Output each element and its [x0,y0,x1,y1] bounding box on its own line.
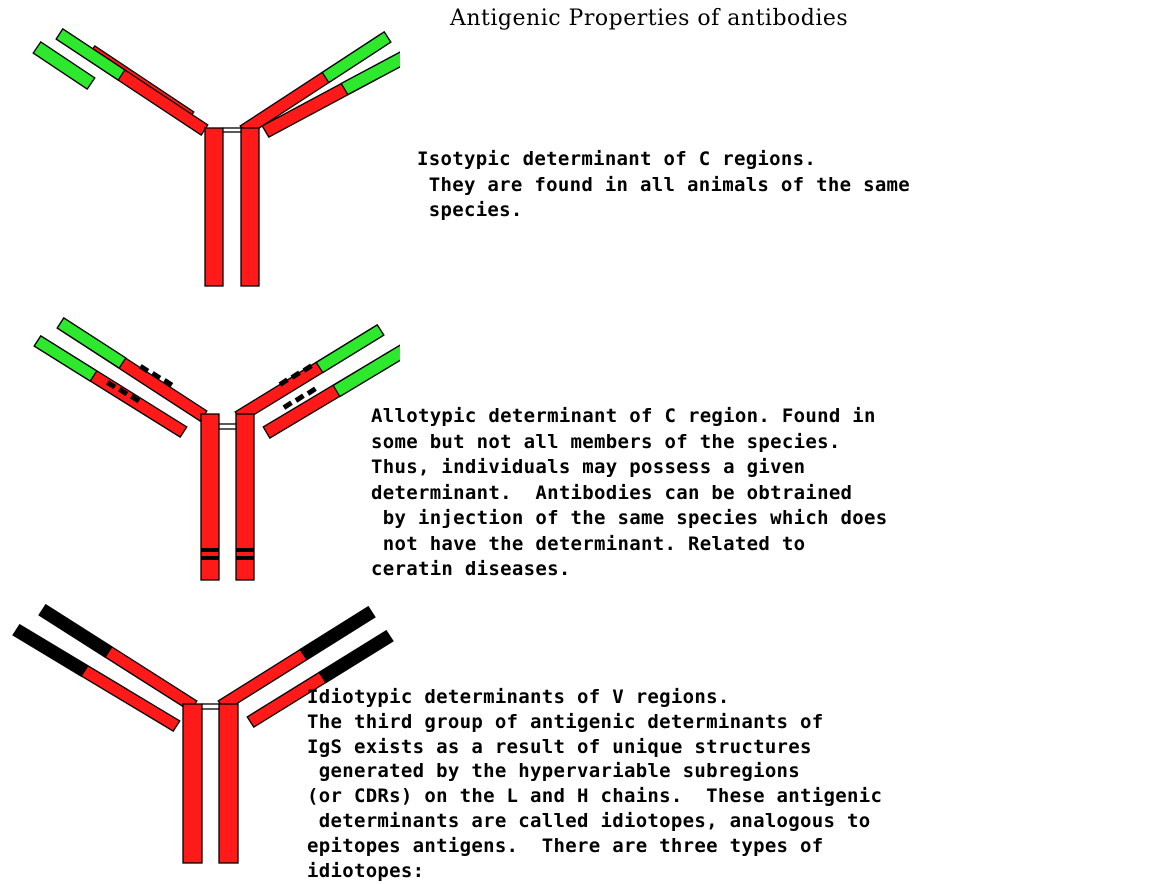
antibody-allotypic-diagram [0,300,400,600]
description-line: They are found in all animals of the sam… [417,174,910,196]
description-line: Thus, individuals may possess a given [371,456,805,478]
description-line: idiotopes: [307,860,424,882]
disulfide-bridge [223,128,241,132]
disulfide-bridge [202,704,219,709]
disulfide-bridge [219,424,236,429]
heavy-chain-stem-left [201,414,219,580]
idiotypic-description: Idiotypic determinants of V regions. The… [307,685,882,883]
description-line: ceratin diseases. [371,558,571,580]
heavy-chain-stem-right [241,128,259,286]
description-line: Allotypic determinant of C region. Found… [371,405,876,427]
heavy-chain-stem-right [236,414,254,580]
description-line: by injection of the same species which d… [371,507,888,529]
heavy-chain-stem-left [205,128,223,286]
heavy-chain-stem-left [183,704,202,863]
description-line: IgS exists as a result of unique structu… [307,736,812,758]
description-line: Isotypic determinant of C regions. [417,148,816,170]
description-line: generated by the hypervariable subregion… [307,760,800,782]
diagram-title: Antigenic Properties of antibodies [450,6,848,31]
allotypic-description: Allotypic determinant of C region. Found… [371,404,888,583]
description-line: (or CDRs) on the L and H chains. These a… [307,785,882,807]
description-line: some but not all members of the species. [371,431,841,453]
description-line: determinants are called idiotopes, analo… [307,810,870,832]
description-line: Idiotypic determinants of V regions. [307,686,730,708]
heavy-chain-stem-right [219,704,238,863]
description-line: not have the determinant. Related to [371,533,805,555]
description-line: species. [417,199,523,221]
isotypic-description: Isotypic determinant of C regions. They … [417,147,910,224]
description-line: determinant. Antibodies can be obtrained [371,482,852,504]
description-line: The third group of antigenic determinant… [307,711,824,733]
antibody-isotypic-diagram [0,0,400,300]
description-line: epitopes antigens. There are three types… [307,835,824,857]
